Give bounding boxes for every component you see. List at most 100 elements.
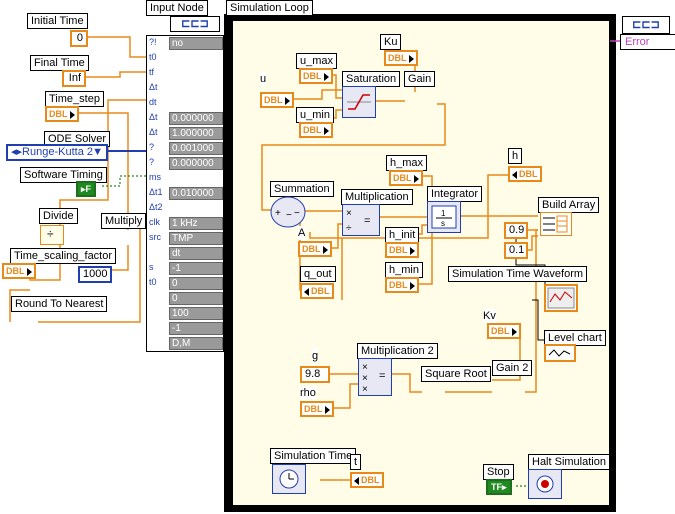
node-terminal-row[interactable]: t0	[147, 51, 221, 65]
error-cluster-icon[interactable]: ⊏⊏⊐	[622, 16, 670, 34]
build-array-block[interactable]	[540, 212, 572, 236]
node-terminal-row[interactable]: ?0.001000	[147, 141, 223, 155]
multiplication2-icon: × × × =	[362, 362, 385, 395]
terminal-value: 0.000000	[169, 157, 223, 170]
node-terminal-row[interactable]: tf	[147, 66, 221, 80]
multiplication2-block[interactable]: × × × =	[358, 358, 392, 396]
terminal-icon: clk	[149, 217, 160, 227]
build-array-icon	[543, 215, 568, 233]
software-timing-toggle[interactable]: ▸F	[76, 181, 97, 197]
g-label: g	[312, 349, 319, 363]
svg-text:÷: ÷	[346, 223, 352, 234]
simulation-time-block[interactable]	[272, 464, 306, 494]
rho-control[interactable]: DBL	[300, 401, 334, 417]
node-terminal-row[interactable]: Δt1 0.010000	[147, 186, 223, 200]
time-step-control[interactable]: DBL	[45, 106, 79, 122]
divide-label: Divide	[39, 208, 78, 224]
ku-control[interactable]: DBL	[384, 50, 418, 66]
divide-block[interactable]: ÷	[40, 225, 64, 245]
a-label: A	[298, 226, 306, 240]
u-label: u	[260, 72, 267, 86]
final-time-label: Final Time	[30, 55, 89, 71]
terminal-value: dt	[169, 247, 223, 260]
terminal-icon: ?!	[149, 37, 157, 47]
u-max-control[interactable]: DBL	[299, 68, 333, 84]
kv-control[interactable]: DBL	[487, 323, 521, 339]
integrator-block[interactable]: 1 s	[427, 201, 461, 233]
node-terminal-row[interactable]: 0	[147, 291, 223, 305]
node-terminal-row[interactable]: Δt	[147, 81, 221, 95]
terminal-icon: dt	[149, 97, 157, 107]
saturation-label: Saturation	[342, 71, 401, 87]
terminal-icon: src	[149, 232, 161, 242]
ode-solver-select[interactable]: ◂▸Runge-Kutta 2 ▼	[6, 144, 108, 161]
node-terminal-row[interactable]: Δt2	[147, 201, 221, 215]
svg-text:−: −	[294, 208, 300, 219]
constant-0-1[interactable]: 0.1	[504, 242, 528, 259]
constant-0-9[interactable]: 0.9	[504, 222, 528, 239]
multiplication-block[interactable]: × ÷ =	[342, 204, 380, 236]
stop-control[interactable]: TF▸	[486, 479, 512, 495]
node-terminal-row[interactable]: D,M	[147, 336, 223, 350]
node-terminal-row[interactable]: ms	[147, 171, 221, 185]
terminal-value: 0	[169, 292, 223, 305]
simulation-time-label: Simulation Time	[270, 448, 357, 464]
h-min-control[interactable]: DBL	[385, 277, 419, 293]
u-min-label: u_min	[296, 107, 334, 123]
h-init-label: h_init	[385, 227, 420, 243]
multiplication-icon: × ÷ =	[346, 208, 370, 234]
gain-label: Gain	[404, 71, 436, 87]
time-scaling-factor-constant[interactable]: 1000	[78, 266, 112, 283]
integrator-icon: 1 s	[431, 205, 457, 229]
h-label: h	[508, 148, 523, 164]
node-terminal-row[interactable]: 100	[147, 306, 223, 320]
terminal-icon: tf	[149, 67, 155, 77]
terminal-icon: Δt1	[149, 187, 163, 197]
ode-solver-label: ODE Solver	[44, 131, 111, 147]
h-init-control[interactable]: DBL	[385, 242, 419, 258]
time-scaling-factor-control[interactable]: DBL	[2, 263, 36, 279]
u-control[interactable]: DBL	[260, 92, 294, 108]
terminal-value: -1	[169, 262, 223, 275]
terminal-icon	[149, 322, 169, 334]
node-terminal-row[interactable]: s-1	[147, 261, 223, 275]
input-node-title: Input Node	[146, 0, 208, 16]
ku-label: Ku	[380, 34, 402, 50]
u-min-control[interactable]: DBL	[299, 122, 333, 138]
saturation-block[interactable]	[342, 86, 376, 118]
terminal-icon: ?	[149, 142, 155, 152]
level-chart[interactable]	[544, 344, 576, 362]
terminal-icon	[149, 337, 169, 349]
node-terminal-row[interactable]: ?!no	[147, 36, 223, 50]
terminal-icon: ?	[149, 157, 155, 167]
node-terminal-row[interactable]: dt	[147, 96, 221, 110]
a-control[interactable]: DBL	[298, 241, 332, 257]
terminal-icon: Δt	[149, 112, 158, 122]
node-terminal-row[interactable]: dt	[147, 246, 223, 260]
input-node-cluster-icon[interactable]: ⊏⊏⊐	[170, 16, 220, 32]
kv-label: Kv	[483, 309, 496, 323]
terminal-icon	[149, 307, 169, 319]
chart-icon	[548, 349, 571, 357]
terminal-value: 0.010000	[169, 187, 223, 200]
halt-simulation-block[interactable]	[528, 469, 562, 499]
g-constant[interactable]: 9.8	[300, 366, 330, 383]
build-array-label: Build Array	[538, 197, 600, 213]
node-terminal-row[interactable]: ? 0.000000	[147, 156, 223, 170]
simulation-time-waveform-chart[interactable]	[544, 284, 578, 312]
multiplication2-label: Multiplication 2	[357, 343, 438, 359]
error-out-indicator[interactable]: Error	[620, 34, 675, 50]
clock-icon	[279, 469, 299, 489]
initial-time-input[interactable]: 0	[70, 30, 88, 47]
node-terminal-row[interactable]: -1	[147, 321, 223, 335]
stop-sign-icon	[536, 475, 554, 493]
summation-block[interactable]: + − −	[270, 196, 306, 228]
final-time-input[interactable]: Inf	[62, 70, 86, 87]
h-max-control[interactable]: DBL	[389, 170, 423, 186]
